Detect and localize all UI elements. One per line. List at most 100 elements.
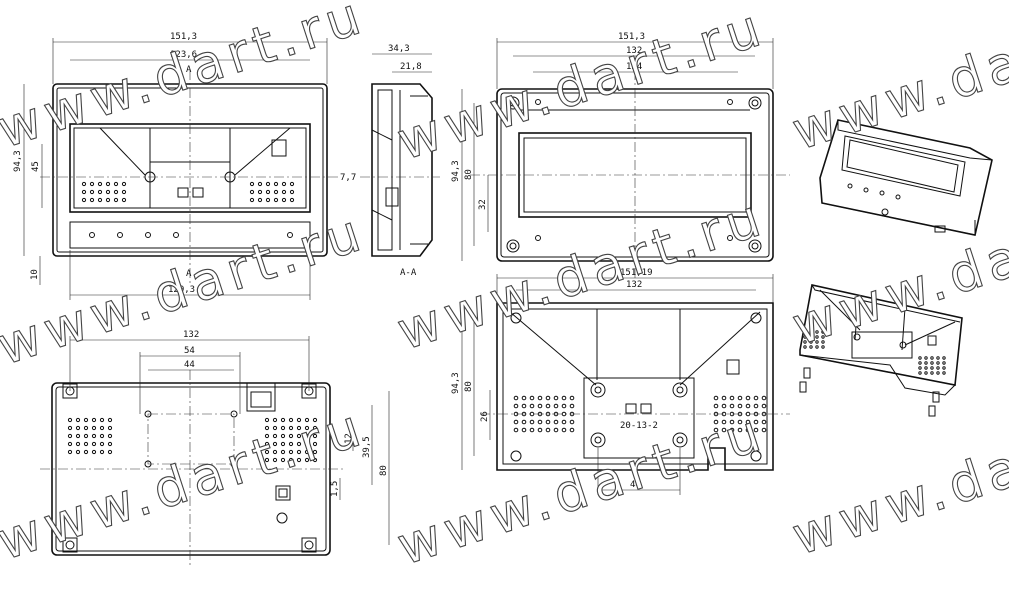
- dim-side-depth-overall: 34,3: [388, 44, 410, 54]
- vent-hole: [936, 371, 940, 375]
- recycle-mark-icon: [177, 187, 189, 198]
- vent-hole: [761, 427, 767, 433]
- vent-hole: [815, 335, 819, 339]
- vent-hole: [513, 403, 519, 409]
- side-section-view: 34,3 21,8 7,7 A-A: [340, 44, 440, 278]
- vent-hole: [729, 395, 735, 401]
- iso-vent-grid-left: [803, 330, 825, 349]
- vent-hole: [249, 197, 255, 203]
- vent-hole: [83, 449, 89, 455]
- vent-hole: [97, 197, 103, 203]
- vent-hole: [280, 425, 286, 431]
- dim-front-width-overall: 151,3: [170, 32, 197, 42]
- vent-hole: [713, 403, 719, 409]
- vent-hole: [105, 197, 111, 203]
- dim-pcb-height-b: 39,5: [362, 436, 372, 458]
- vent-hole: [713, 419, 719, 425]
- vent-hole: [91, 433, 97, 439]
- vent-hole: [545, 403, 551, 409]
- vent-hole: [930, 356, 934, 360]
- vent-hole: [296, 449, 302, 455]
- vent-hole: [737, 427, 743, 433]
- vent-hole: [75, 441, 81, 447]
- vent-hole: [280, 457, 286, 463]
- vent-hole: [537, 403, 543, 409]
- vent-hole: [264, 457, 270, 463]
- vent-hole: [513, 395, 519, 401]
- inner-vent-grid-left: [513, 395, 575, 433]
- vent-hole: [83, 425, 89, 431]
- vent-hole: [257, 197, 263, 203]
- vent-hole: [545, 427, 551, 433]
- vent-hole: [721, 427, 727, 433]
- vent-hole: [75, 417, 81, 423]
- vent-hole: [99, 433, 105, 439]
- vent-hole: [289, 181, 295, 187]
- dim-front-width-inner: 123,6: [170, 50, 197, 60]
- vent-hole: [545, 411, 551, 417]
- vent-hole: [924, 361, 928, 365]
- vent-hole: [75, 433, 81, 439]
- vent-hole: [107, 417, 113, 423]
- vent-hole: [737, 395, 743, 401]
- pcb-vent-grid-right: [264, 417, 318, 463]
- screw-icon: [928, 405, 936, 417]
- vent-hole: [521, 403, 527, 409]
- vent-hole: [529, 427, 535, 433]
- inner-part-code: 20-13-2: [620, 421, 658, 431]
- vent-hole: [561, 403, 567, 409]
- vent-hole: [257, 181, 263, 187]
- vent-hole: [105, 181, 111, 187]
- vent-hole: [761, 411, 767, 417]
- dim-back-height-inner: 32: [478, 199, 488, 210]
- vent-hole: [761, 403, 767, 409]
- vent-hole: [930, 371, 934, 375]
- vent-hole: [745, 427, 751, 433]
- dim-pcb-height-c: 80: [379, 465, 389, 476]
- vent-hole: [918, 371, 922, 375]
- vent-hole: [67, 417, 73, 423]
- back-view: 151,3 132 124 94,3 80 32: [451, 32, 790, 280]
- vent-hole: [312, 433, 318, 439]
- vent-hole: [561, 395, 567, 401]
- vent-hole: [272, 457, 278, 463]
- vent-hole: [113, 181, 119, 187]
- vent-hole: [936, 361, 940, 365]
- vent-hole: [288, 425, 294, 431]
- vent-hole: [729, 419, 735, 425]
- vent-hole: [918, 366, 922, 370]
- vent-hole: [761, 395, 767, 401]
- vent-hole: [273, 197, 279, 203]
- watermark-text: www.dart.ru: [785, 392, 1009, 567]
- dim-inner-width-mid: 132: [626, 280, 642, 290]
- vent-hole: [521, 427, 527, 433]
- vent-hole: [529, 403, 535, 409]
- dim-back-height-mid: 80: [464, 169, 474, 180]
- vent-hole: [89, 197, 95, 203]
- dim-back-width-overall: 151,3: [618, 32, 645, 42]
- vent-hole: [264, 417, 270, 423]
- vent-hole: [930, 366, 934, 370]
- vent-hole: [272, 425, 278, 431]
- section-mark-top: A: [186, 65, 192, 75]
- vent-hole: [721, 395, 727, 401]
- vent-hole: [99, 441, 105, 447]
- material-mark-icon: [192, 187, 204, 198]
- vent-hole: [280, 449, 286, 455]
- vent-hole: [936, 366, 940, 370]
- vent-hole: [809, 345, 813, 349]
- vent-hole: [288, 417, 294, 423]
- dim-back-width-mid: 132: [626, 46, 642, 56]
- front-vent-grid-left: [81, 181, 127, 203]
- vent-hole: [296, 433, 302, 439]
- vent-hole: [67, 433, 73, 439]
- vent-hole: [280, 441, 286, 447]
- vent-hole: [304, 457, 310, 463]
- vent-hole: [99, 417, 105, 423]
- vent-hole: [821, 345, 825, 349]
- vent-hole: [121, 197, 127, 203]
- vent-hole: [312, 449, 318, 455]
- vent-hole: [809, 330, 813, 334]
- vent-hole: [529, 395, 535, 401]
